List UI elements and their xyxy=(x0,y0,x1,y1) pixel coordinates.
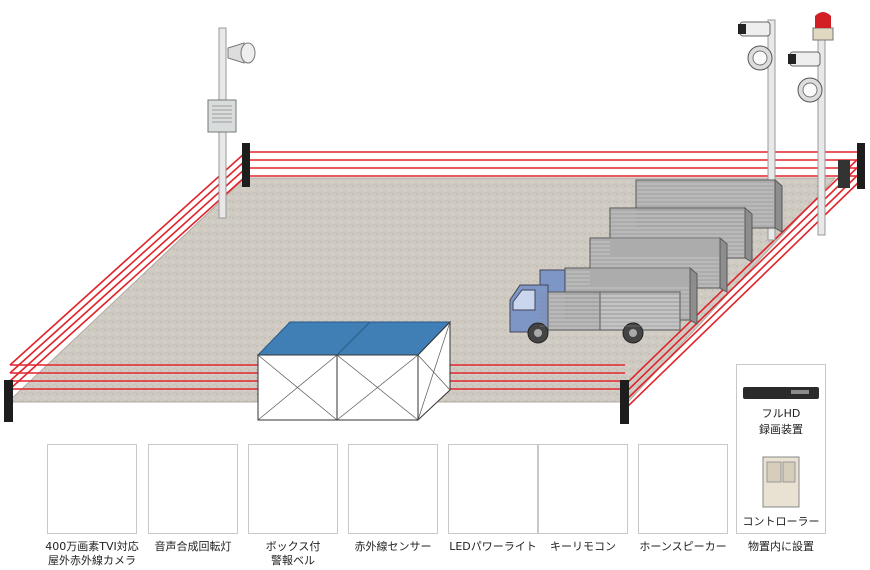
caption-horn-speaker: ホーンスピーカー xyxy=(633,540,733,554)
device-card-camera xyxy=(47,444,137,534)
caption-line: 音声合成回転灯 xyxy=(154,540,232,553)
caption-camera: 400万画素TVI対応 屋外赤外線カメラ xyxy=(42,540,142,568)
ir-sensor-posts xyxy=(4,143,865,424)
caption-line: キーリモコン xyxy=(550,540,616,553)
caption-line: 物置内に設置 xyxy=(748,540,814,553)
device-card-horn-speaker xyxy=(638,444,728,534)
caption-box-bell: ボックス付 警報ベル xyxy=(243,540,343,568)
caption-key-remote: キーリモコン xyxy=(533,540,633,554)
caption-ir-sensor: 赤外線センサー xyxy=(343,540,443,554)
speaker-pole xyxy=(207,27,256,219)
caption-line: ホーンスピーカー xyxy=(639,540,727,553)
caption-line: LEDパワーライト xyxy=(449,540,537,553)
caption-rotating-light: 音声合成回転灯 xyxy=(143,540,243,554)
trucks xyxy=(509,178,783,344)
caption-line: 赤外線センサー xyxy=(354,540,432,553)
controller-label: コントローラー xyxy=(742,515,820,528)
caption-line: 400万画素TVI対応 xyxy=(45,540,139,553)
container-ribs xyxy=(540,181,775,327)
caption-line: 屋外赤外線カメラ xyxy=(48,554,136,567)
device-card-key-remote xyxy=(538,444,628,534)
light-poles xyxy=(738,12,850,241)
device-card-led-light xyxy=(448,444,538,534)
recorder-icon xyxy=(743,387,819,508)
caption-line: 警報ベル xyxy=(271,554,315,567)
caption-indoor: 物置内に設置 xyxy=(731,540,831,554)
device-card-box-bell xyxy=(248,444,338,534)
indoor-equipment-card: フルHD 録画装置 コントローラー xyxy=(736,364,826,534)
caption-led-light: LEDパワーライト xyxy=(443,540,543,554)
caption-line: ボックス付 xyxy=(265,540,321,553)
recorder-label-line2: 録画装置 xyxy=(759,423,803,436)
storage-shed xyxy=(256,320,452,422)
device-card-ir-sensor xyxy=(348,444,438,534)
device-card-rotating-light xyxy=(148,444,238,534)
recorder-label-line1: フルHD xyxy=(761,407,801,420)
